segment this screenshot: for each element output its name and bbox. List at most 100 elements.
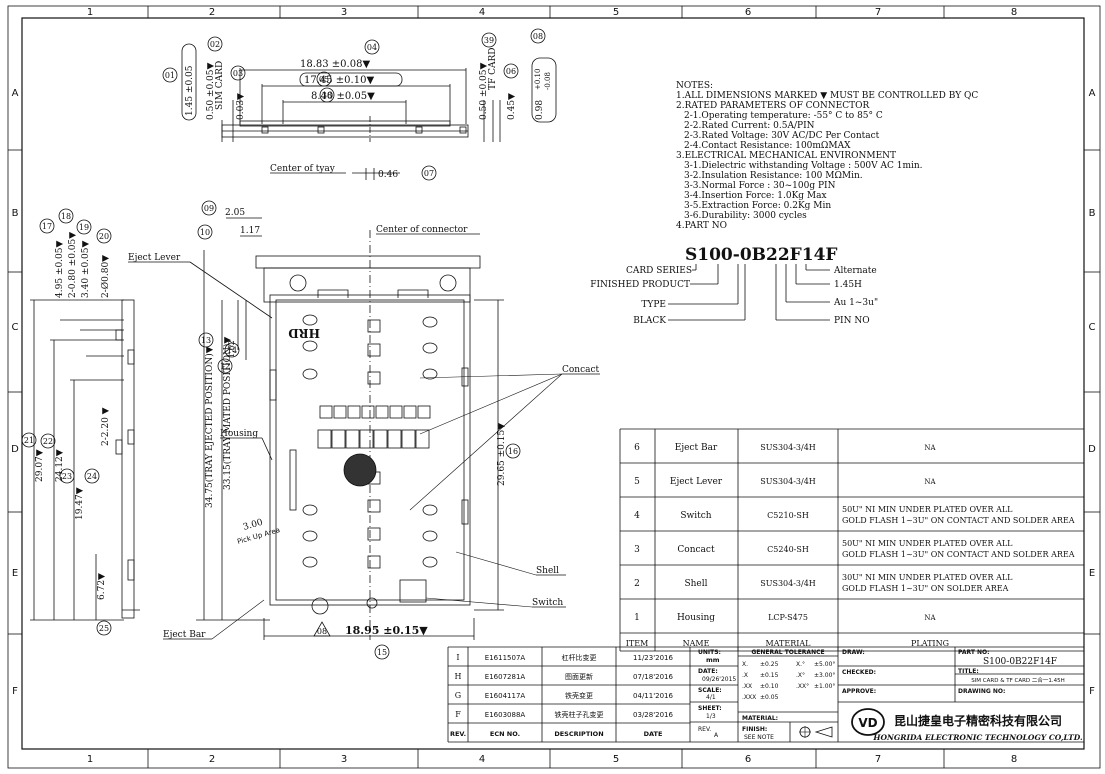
sheet-label: SHEET: (698, 705, 722, 712)
bom-plating: 30U" NI MIN UNDER PLATED OVER ALL (842, 573, 1013, 582)
contact-spring (359, 429, 374, 449)
revision-rev: G (455, 691, 461, 700)
balloon-08: 08 (533, 32, 543, 41)
bom-name: Eject Bar (675, 443, 718, 453)
column-label: 3 (341, 754, 347, 765)
sim-contact-pin (302, 504, 318, 516)
row-label: A (12, 88, 19, 99)
notes-block: NOTES:1.ALL DIMENSIONS MARKED ▼ MUST BE … (676, 81, 978, 231)
bom-material: SUS304-3/4H (760, 443, 816, 452)
revision-date: 04/11'2016 (633, 692, 673, 700)
note-line: 2.RATED PARAMETERS OF CONNECTOR (676, 101, 870, 111)
tolerance-angle-value: ±5.00° (814, 661, 835, 668)
dim-2-0-80: 2-0.80 ±0.05▼ (68, 232, 78, 298)
sim-contact-pin (302, 340, 318, 352)
title-block: UNITS:mmDATE:09/26'2015SCALE:4/1SHEET:1/… (690, 646, 1085, 743)
column-label: 3 (341, 7, 347, 18)
row-label: F (1089, 686, 1095, 697)
dim-0-98-plus: +0.10 (534, 69, 542, 90)
balloon-39: 39 (484, 36, 494, 45)
company-logo-mark: VD (858, 716, 877, 730)
contact-spring (387, 429, 402, 449)
balloon-09: 09 (204, 204, 214, 213)
note-line: 3-4.Insertion Force: 1.0Kg Max (684, 191, 827, 201)
tolerance-spec: .XXX (742, 694, 756, 701)
note-line: 3-6.Durability: 3000 cycles (684, 211, 807, 221)
switch-label: Switch (532, 598, 563, 608)
tf-card-label: TF CARD (488, 48, 498, 91)
contact-spring (331, 429, 346, 449)
tolerance-spec: X. (742, 661, 748, 668)
bom-plating: GOLD FLASH 1~3U" ON SOLDER AREA (842, 584, 1009, 593)
balloon-19: 19 (79, 223, 89, 232)
bom-plating: 50U" NI MIN UNDER PLATED OVER ALL (842, 505, 1013, 514)
balloon-13: 13 (201, 336, 211, 345)
note-line: 3-2.Insulation Resistance: 100 MΩMin. (684, 171, 863, 181)
balloon-12: 12 (220, 362, 230, 371)
balloon-23: 23 (62, 472, 72, 481)
row-label: A (1089, 88, 1096, 99)
balloon-22: 22 (43, 437, 53, 446)
bom-material: SUS304-3/4H (760, 579, 816, 588)
balloon-25: 25 (99, 624, 109, 633)
dim-0-50-tf: 0.50 ±0.05▼ (479, 63, 489, 120)
dim-0-50-sim: 0.50 ±0.05▼ (206, 63, 216, 120)
bom-item: 3 (634, 545, 640, 555)
dim-2-dia-0-80: 2-Ø0.80▼ (100, 255, 111, 298)
dim-17-45: 17.45 ±0.10▼ (304, 75, 374, 86)
balloon-06: 06 (506, 67, 516, 76)
tolerance-value: ±0.25 (760, 661, 779, 668)
plating-label: Au 1~3u" (833, 298, 878, 308)
finish-label: FINISH: (742, 726, 767, 733)
tolerance-value: ±0.10 (760, 683, 779, 690)
column-label: 1 (87, 7, 93, 18)
row-label: B (12, 208, 19, 219)
company-name-cn: 昆山捷皇电子精密科技有限公司 (894, 713, 1062, 728)
bom-plating: 50U" NI MIN UNDER PLATED OVER ALL (842, 539, 1013, 548)
revision-description: 铁壳柱子孔变更 (555, 710, 604, 719)
dim-0-45: 0.45▼ (507, 93, 517, 120)
column-label: 8 (1011, 7, 1017, 18)
contact-spring (401, 429, 416, 449)
row-label: F (12, 686, 18, 697)
revision-ecn: E1603088A (485, 711, 526, 719)
date-label: DATE: (698, 668, 718, 675)
height-label: 1.45H (834, 280, 862, 290)
column-label: 6 (745, 754, 751, 765)
tf-contact-pin (367, 319, 381, 333)
tf-contact-pin (367, 371, 381, 385)
bom-material: C5240-SH (767, 545, 809, 554)
sim-contact-pin (302, 556, 318, 568)
column-label: 6 (745, 7, 751, 18)
sim-contact-pin (302, 368, 318, 380)
contact-spring (345, 429, 360, 449)
bom-material: SUS304-3/4H (760, 477, 816, 486)
sim-contact-pin (422, 504, 438, 516)
balloon-10: 10 (200, 228, 210, 237)
black-label: BLACK (633, 316, 666, 326)
dim-34-75: 34.75(TRAY EJECTED POSITION)▼ (204, 346, 215, 508)
dim-2-05: 2.05 (225, 208, 245, 218)
part-number-code: S100-0B22F14F (685, 245, 837, 265)
units-label: UNITS: (698, 649, 721, 656)
tolerance-value: ±0.05 (760, 694, 779, 701)
bom-plating: GOLD FLASH 1~3U" ON CONTACT AND SOLDER A… (842, 550, 1075, 559)
card-series-label: CARD SERIES (626, 266, 692, 276)
alternate-label: Alternate (833, 266, 877, 276)
part-number-callout: S100-0B22F14F CARD SERIES FINISHED PRODU… (590, 245, 878, 326)
bom-name: Housing (677, 613, 715, 623)
contact-spring (317, 429, 332, 449)
tolerance-spec: .XX (742, 683, 752, 690)
revision-header: ECN NO. (490, 730, 520, 738)
front-view-labels: 2.05 1.17 1.62 34.75(TRAY EJECTED POSITI… (128, 200, 600, 660)
sim-contact-pin (302, 530, 318, 542)
dim-0-03: 0.03▼ (236, 93, 246, 120)
bom-header: MATERIAL (766, 639, 812, 648)
dim-24-12: 24.12▼ (55, 449, 65, 482)
shell-label: Shell (536, 566, 559, 576)
dim-0-46: 0.46 (378, 170, 398, 180)
company-logo (851, 708, 885, 736)
revision-date: 07/18'2016 (633, 673, 673, 681)
